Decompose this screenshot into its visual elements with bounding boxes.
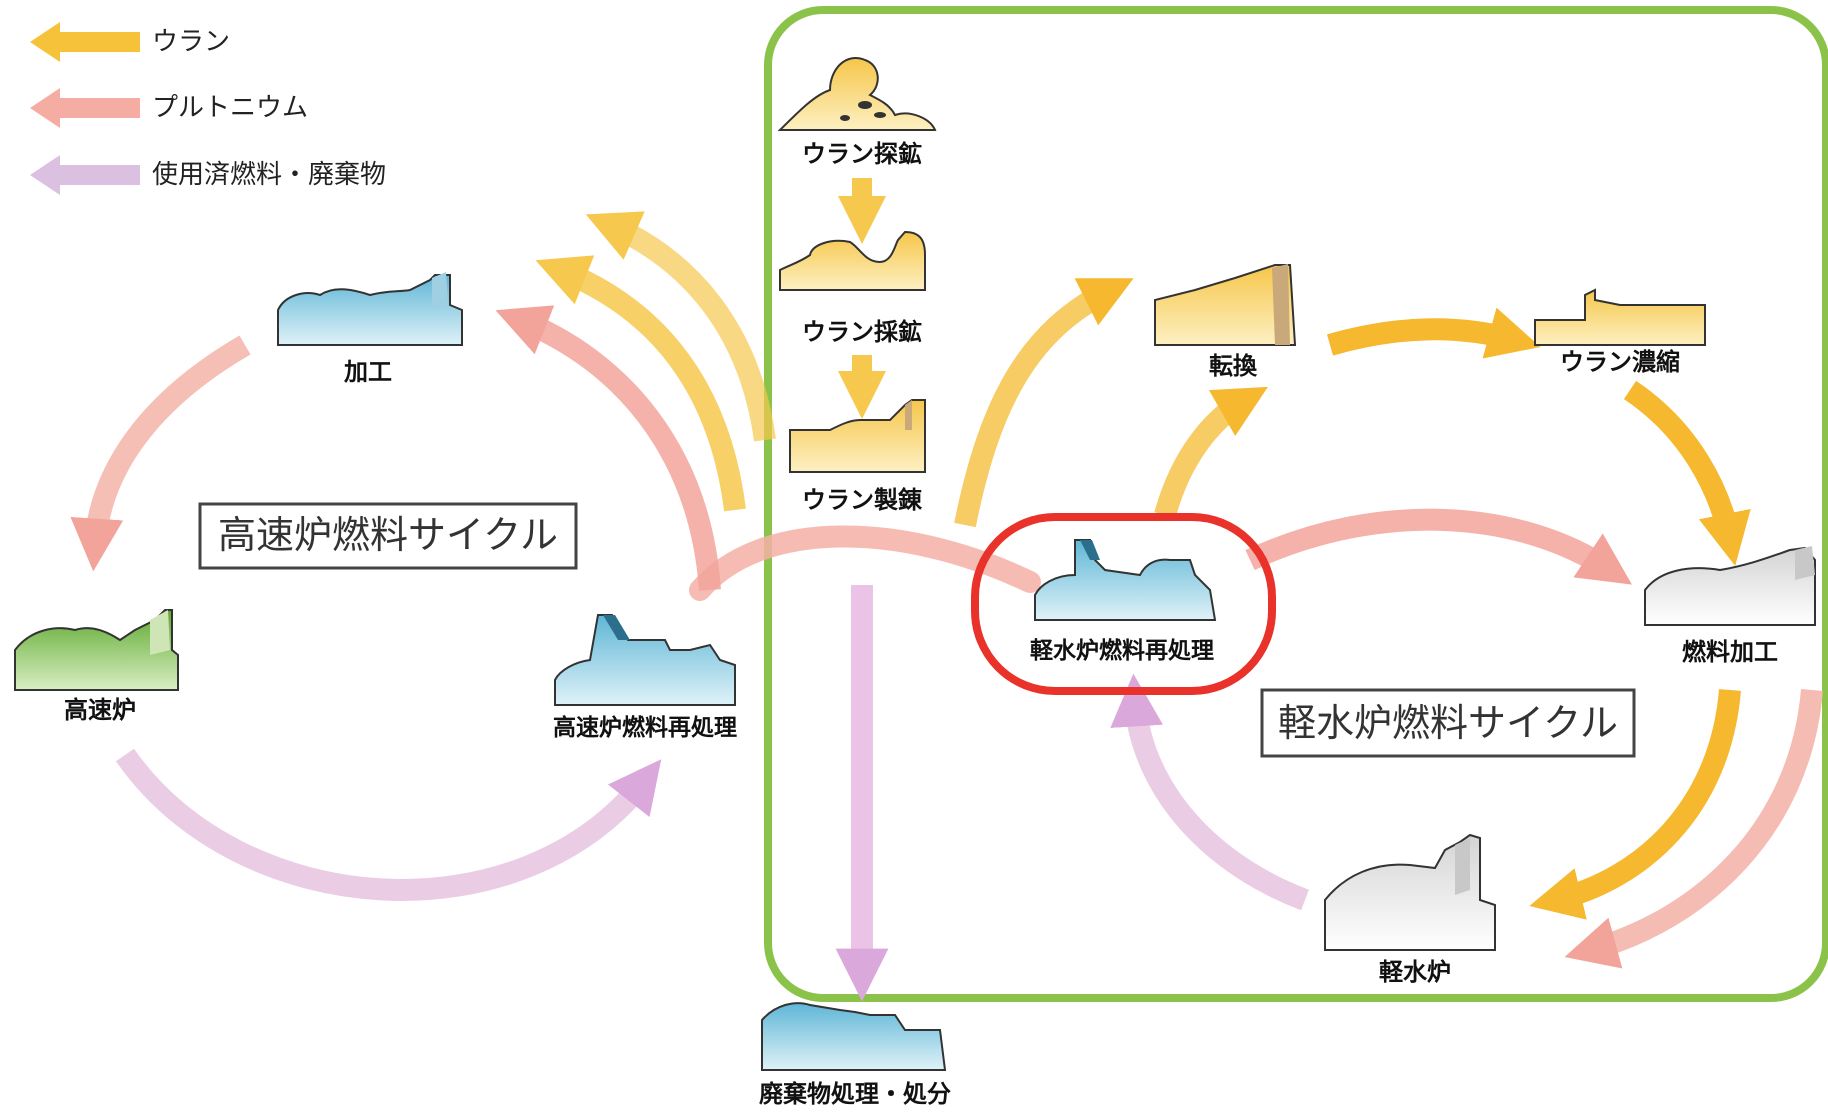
arrow-fuel-fabrication-to-lwr-u [1529, 689, 1741, 920]
fabrication-label: 加工 [344, 358, 392, 386]
fbr-reprocessing-label: 高速炉燃料再処理 [553, 714, 737, 741]
uranium-exploration-building [777, 57, 937, 131]
legend-plutonium-arrow [30, 88, 140, 128]
arrow-u-recovered-to-fabrication-1 [535, 255, 746, 512]
enrichment-building [1534, 288, 1706, 346]
fabrication-building [277, 272, 463, 346]
light-water-reactor-label: 軽水炉 [1379, 958, 1451, 986]
fuel-fabrication-building [1644, 546, 1816, 626]
fast-reactor-label: 高速炉 [64, 696, 136, 724]
arrow-fuel-fabrication-to-lwr-pu [1564, 689, 1823, 969]
uranium-mining-building [779, 230, 926, 291]
arrow-u-recovered-to-fabrication-2 [585, 211, 776, 442]
arrow-enrichment-to-fuel-fabrication [1623, 380, 1751, 566]
uranium-refining-label: ウラン製錬 [802, 486, 923, 514]
conversion-building [1154, 264, 1297, 346]
legend-plutonium-label: プルトニウム [152, 93, 308, 123]
legend-waste-arrow [30, 155, 140, 195]
uranium-refining-building [789, 399, 926, 473]
fast-reactor-cycle-title: 高速炉燃料サイクル [218, 513, 558, 557]
fuel-fabrication-label: 燃料加工 [1682, 638, 1778, 666]
arrow-fabrication-to-fast-reactor [70, 335, 251, 572]
arrow-conversion-to-enrichment [1326, 307, 1541, 359]
lwr-reprocessing-building [1034, 539, 1217, 621]
legend: ウラン プルトニウム 使用済燃料・廃棄物 [30, 22, 386, 195]
lwr-reprocessing-label: 軽水炉燃料再処理 [1030, 637, 1214, 664]
conversion-label: 転換 [1209, 352, 1258, 380]
arrow-fast-reactor-to-reprocessing [115, 748, 662, 901]
arrow-reprocessing-to-conversion [1154, 386, 1268, 518]
arrow-refining-to-conversion [954, 278, 1134, 528]
legend-uranium-arrow [30, 22, 140, 62]
light-water-reactor-building [1324, 833, 1496, 951]
arrow-lwr-to-reprocessing [1110, 673, 1309, 911]
lwr-reprocessing-highlight [971, 513, 1276, 695]
enrichment-label: ウラン濃縮 [1560, 348, 1680, 376]
light-water-cycle-box [1260, 688, 1636, 758]
legend-uranium-label: ウラン [152, 27, 230, 57]
fast-reactor-cycle-box [198, 502, 578, 570]
light-water-cycle-title: 軽水炉燃料サイクル [1278, 701, 1618, 745]
fbr-reprocessing-building [554, 614, 736, 706]
arrow-pu-reprocessing-to-fbr [689, 525, 1041, 601]
light-water-cycle-frame [764, 6, 1828, 1002]
arrow-pu-to-fuel-fabrication [1245, 508, 1632, 585]
waste-disposal-building [761, 1002, 947, 1071]
legend-waste-label: 使用済燃料・廃棄物 [152, 160, 386, 190]
uranium-mining-label: ウラン採鉱 [802, 318, 922, 346]
uranium-exploration-label: ウラン探鉱 [802, 140, 922, 168]
fast-reactor-building [14, 609, 179, 691]
arrow-pu-to-fabrication [495, 305, 721, 591]
waste-disposal-label: 廃棄物処理・処分 [759, 1080, 951, 1108]
